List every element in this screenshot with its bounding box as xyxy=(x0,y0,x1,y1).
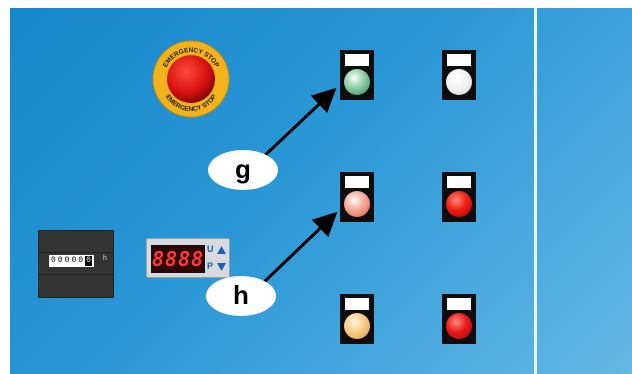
arrow-h xyxy=(262,216,333,284)
arrow-g xyxy=(260,92,332,160)
callout-g: g xyxy=(208,150,278,190)
callout-h: h xyxy=(206,276,276,316)
